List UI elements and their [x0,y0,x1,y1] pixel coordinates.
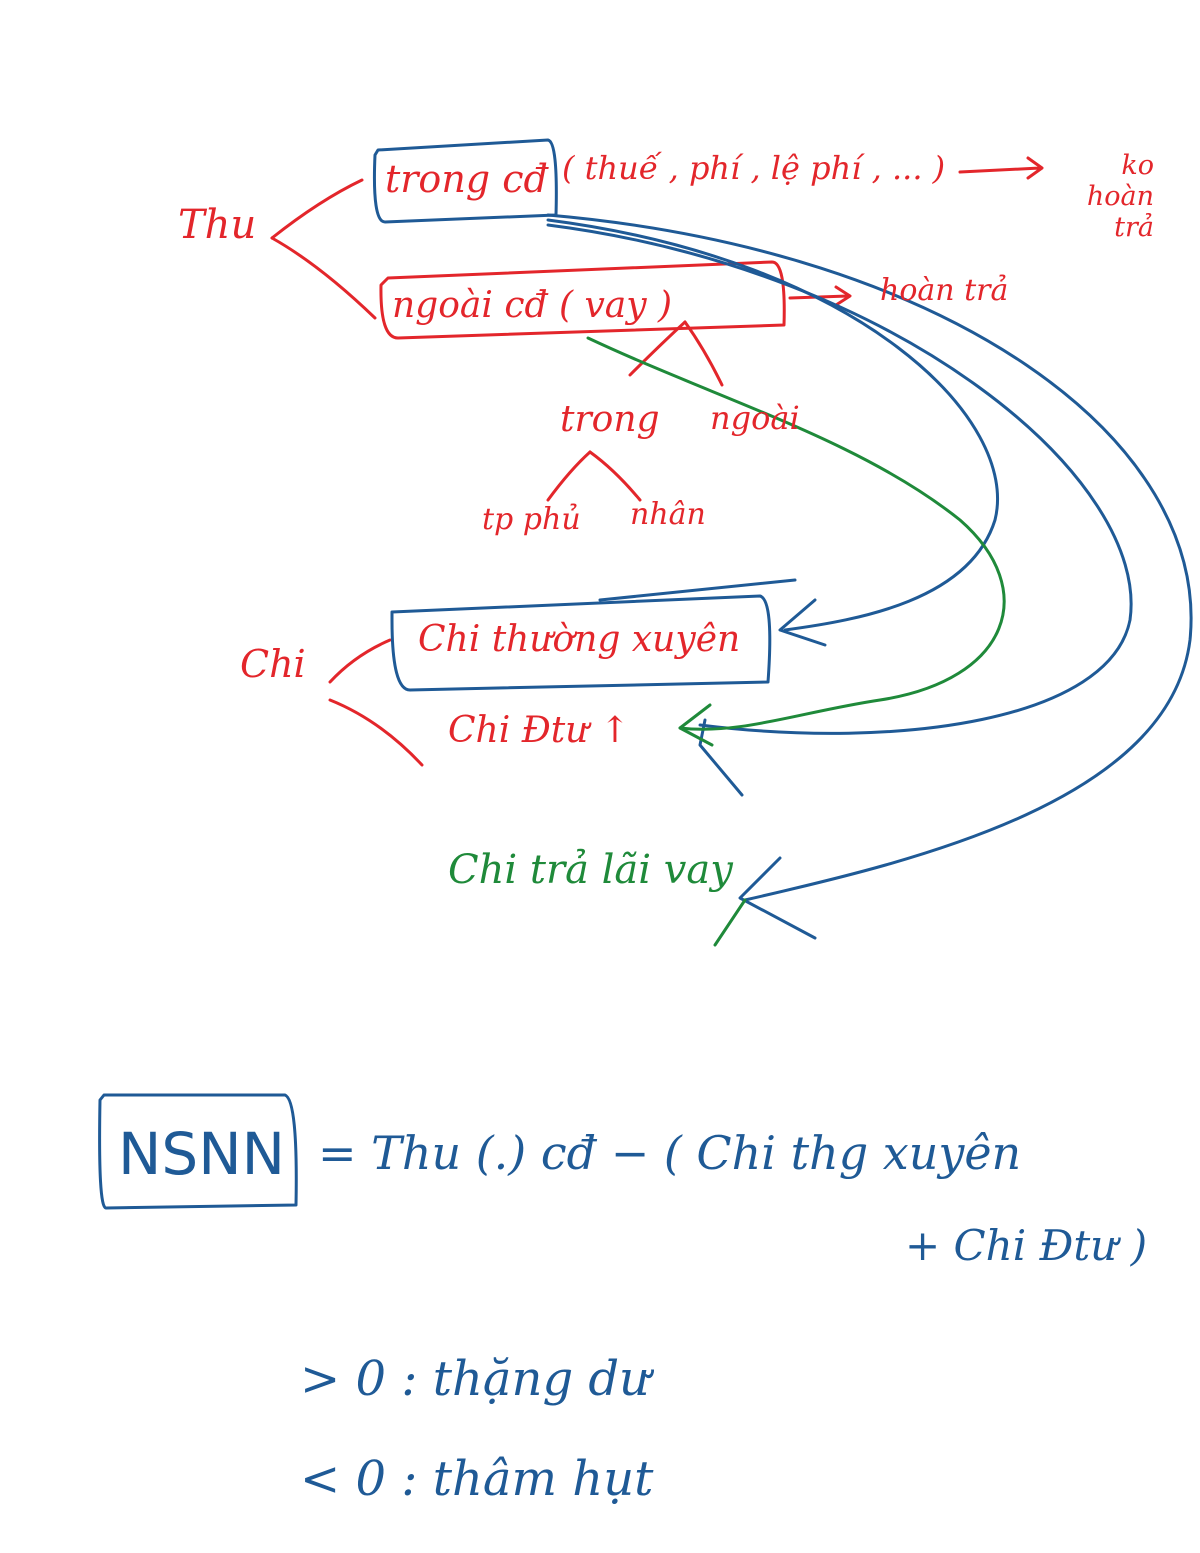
arrow-trong-to-chi-dtu [546,223,1133,735]
condition-deficit: < 0 : thâm hụt [300,1451,654,1507]
arrow-ko-hoan-tra [958,156,1044,180]
arrow-ngoai-to-chi-dtu [586,336,1006,731]
label-ko-hoan-tra: ko hoàn trả [1086,150,1154,244]
label-chi-thuong-xuyen: Chi thường xuyên [418,619,741,660]
arrowhead-chi-dtu [698,718,744,797]
box-chi-thuong-xuyen-topline [598,578,797,602]
arrowhead-chi-thuong-xuyen [778,598,827,647]
label-chi-dtu: Chi Đtư ↑ [448,710,631,751]
label-thue-phi: ( thuế , phí , lệ phí , ... ) [562,149,946,187]
label-nsnn: NSNN [118,1120,285,1188]
chi-branch-upper [328,638,392,684]
arrowhead-green-chi-dtu [678,703,714,747]
label-nhan: nhân [630,497,706,532]
label-chi-tra-lai-vay: Chi trả lãi vay [448,847,733,893]
trong-split-left [546,450,592,502]
label-tp-phu: tp phủ [482,502,581,537]
box-trong-cd [372,138,558,224]
label-thu: Thu [178,202,257,248]
label-chi: Chi [240,642,306,686]
label-trong: trong [560,399,660,440]
chi-branch-lower [328,698,424,767]
label-ngoai: ngoài [710,399,800,437]
condition-surplus: > 0 : thặng dư [300,1351,651,1407]
arrow-trong-to-tra-lai-vay [546,213,1193,902]
box-chi-thuong-xuyen [390,594,772,692]
vay-split-right [683,320,724,387]
box-ngoai-cd [379,260,786,340]
thu-branch-lower [270,236,377,320]
green-tail-vay [713,898,747,947]
arrowhead-tra-lai-vay [738,856,817,940]
vay-split-left [628,320,687,377]
trong-split-right [588,450,642,502]
arrow-trong-to-chi-thuong-xuyen [546,218,999,632]
label-hoan-tra: hoàn trả [880,273,1009,308]
box-nsnn [98,1093,298,1210]
label-ngoai-cd-vay: ngoài cđ ( vay ) [392,285,673,326]
label-trong-cd: trong cđ [385,157,548,201]
equation-line-1: = Thu (.) cđ − ( Chi thg xuyên [318,1126,1022,1180]
equation-line-2: + Chi Đtư ) [905,1221,1148,1270]
thu-branch-upper [270,178,364,240]
